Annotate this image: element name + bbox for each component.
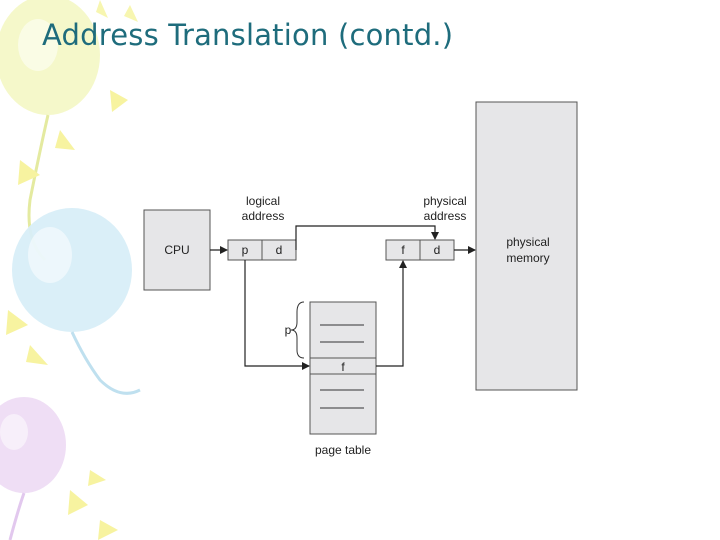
- physical-address-label-line2: address: [424, 209, 467, 223]
- physical-address-label-line1: physical: [423, 194, 466, 208]
- frame-f-arrow: [376, 260, 407, 367]
- page-table-label: page table: [315, 443, 371, 457]
- logical-p-label: p: [242, 243, 249, 257]
- page-table-f-label: f: [341, 360, 345, 374]
- physical-f-label: f: [401, 243, 405, 257]
- physical-d-label: d: [434, 243, 441, 257]
- logical-d-label: d: [276, 243, 283, 257]
- slide-title: Address Translation (contd.): [42, 18, 454, 52]
- cpu-box: [143, 209, 211, 291]
- cpu-label: CPU: [164, 243, 189, 257]
- page-number-p-arrow: [244, 260, 310, 370]
- physical-memory-label-line2: memory: [506, 251, 549, 265]
- page-index-brace: [290, 301, 305, 359]
- offset-d-arrow: [295, 225, 439, 250]
- logical-address-label-line1: logical: [246, 194, 280, 208]
- physical-memory-label-line1: physical: [506, 235, 549, 249]
- logical-address-label-line2: address: [242, 209, 285, 223]
- page-table-p-label: p: [285, 323, 292, 337]
- physical-memory-box: [475, 101, 578, 391]
